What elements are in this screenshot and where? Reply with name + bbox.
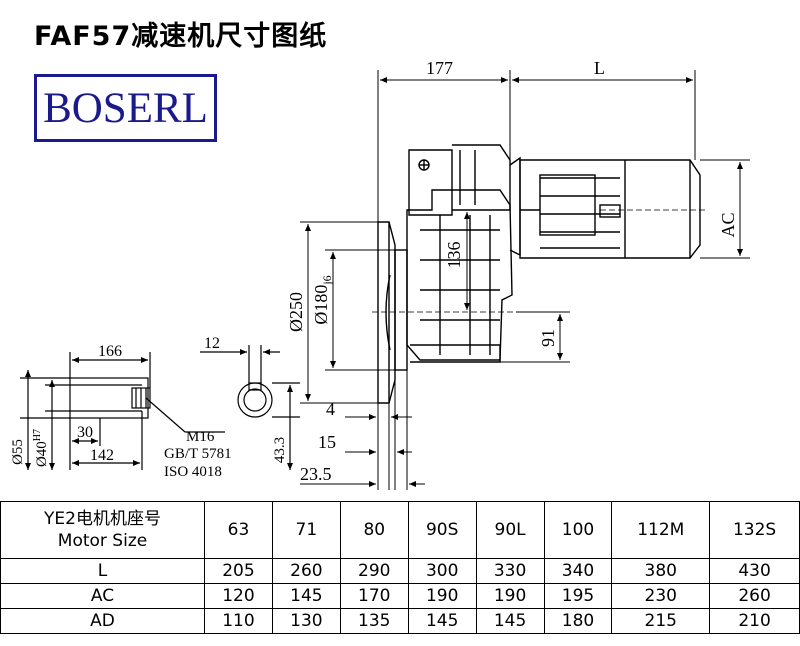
table-cell: 195 [543,583,613,609]
svg-text:Ø180j6: Ø180j6 [311,275,334,324]
dim-136: 136 [444,242,464,269]
dim-180-tolerance: j6 [320,275,334,285]
dim-177: 177 [426,58,453,78]
dim-180: Ø180 [311,285,331,325]
table-cell: 145 [271,583,341,609]
table-cell: 215 [611,608,711,634]
standard-iso: ISO 4018 [164,464,222,480]
size-cell: 90L [475,501,545,559]
dim-43-3: 43.3 [272,437,288,463]
table-cell: 110 [204,608,273,634]
table-cell: 430 [709,558,800,584]
table-cell: 290 [339,558,409,584]
size-cell: 90S [407,501,477,559]
table-header-row: YE2电机机座号 Motor Size 63 71 80 90S 90L 100… [0,501,800,559]
dim-12: 12 [204,335,220,352]
dim-55: Ø55 [10,439,26,465]
table-cell: 120 [204,583,273,609]
table-cell: 145 [407,608,477,634]
dim-91: 91 [538,329,558,347]
table-cell: 130 [271,608,341,634]
size-cell: 112M [611,501,711,559]
row-label: AD [0,608,205,634]
dim-40-tolerance: H7 [32,429,43,441]
table-row: L 205 260 290 300 330 340 380 430 [0,558,800,584]
table-cell: 260 [271,558,341,584]
size-cell: 80 [339,501,409,559]
table-row: AC 120 145 170 190 190 195 230 260 [0,583,800,609]
dim-166: 166 [98,343,122,360]
page-title: FAF57减速机尺寸图纸 [34,21,328,52]
svg-text:Ø40H7: Ø40H7 [32,429,50,467]
table-cell: 340 [543,558,613,584]
header-line-en: Motor Size [57,531,148,551]
row-label: L [0,558,205,584]
size-cell: 132S [709,501,800,559]
table-cell: 145 [475,608,545,634]
table-cell: 135 [339,608,409,634]
dim-30: 30 [77,424,93,441]
row-label: AC [0,583,205,609]
table-cell: 190 [475,583,545,609]
table-cell: 210 [709,608,800,634]
dim-23-5: 23.5 [300,464,332,484]
size-cell: 100 [543,501,613,559]
dim-40: Ø40 [34,441,50,467]
dim-4: 4 [326,399,335,419]
table-cell: 230 [611,583,711,609]
table-cell: 260 [709,583,800,609]
size-cell: 63 [204,501,273,559]
table-row: AD 110 130 135 145 145 180 215 210 [0,608,800,634]
thread-spec: M16 [186,429,215,445]
table-cell: 190 [407,583,477,609]
table-cell: 170 [339,583,409,609]
motor-size-table: YE2电机机座号 Motor Size 63 71 80 90S 90L 100… [0,501,800,634]
table-cell: 330 [475,558,545,584]
shaft-detail [20,352,225,470]
dim-AC: AC [718,212,738,237]
dim-L: L [594,58,605,78]
table-header-label: YE2电机机座号 Motor Size [0,501,205,559]
dim-15: 15 [318,432,336,452]
dim-250: Ø250 [286,292,306,332]
dimension-drawing: 177 L AC Ø250 Ø180j6 136 91 4 15 23.5 16… [10,58,750,490]
brand-logo: BOSERL [34,74,217,142]
table-cell: 380 [611,558,711,584]
header-line-cn: YE2电机机座号 [44,509,161,529]
shaft-section [200,345,300,470]
standard-gb: GB/T 5781 [164,446,232,462]
table-cell: 205 [204,558,273,584]
dim-142: 142 [90,447,114,464]
gearbox-body [377,144,701,404]
table-cell: 180 [543,608,613,634]
size-cell: 71 [271,501,341,559]
table-cell: 300 [407,558,477,584]
brand-logo-text: BOSERL [43,84,208,132]
